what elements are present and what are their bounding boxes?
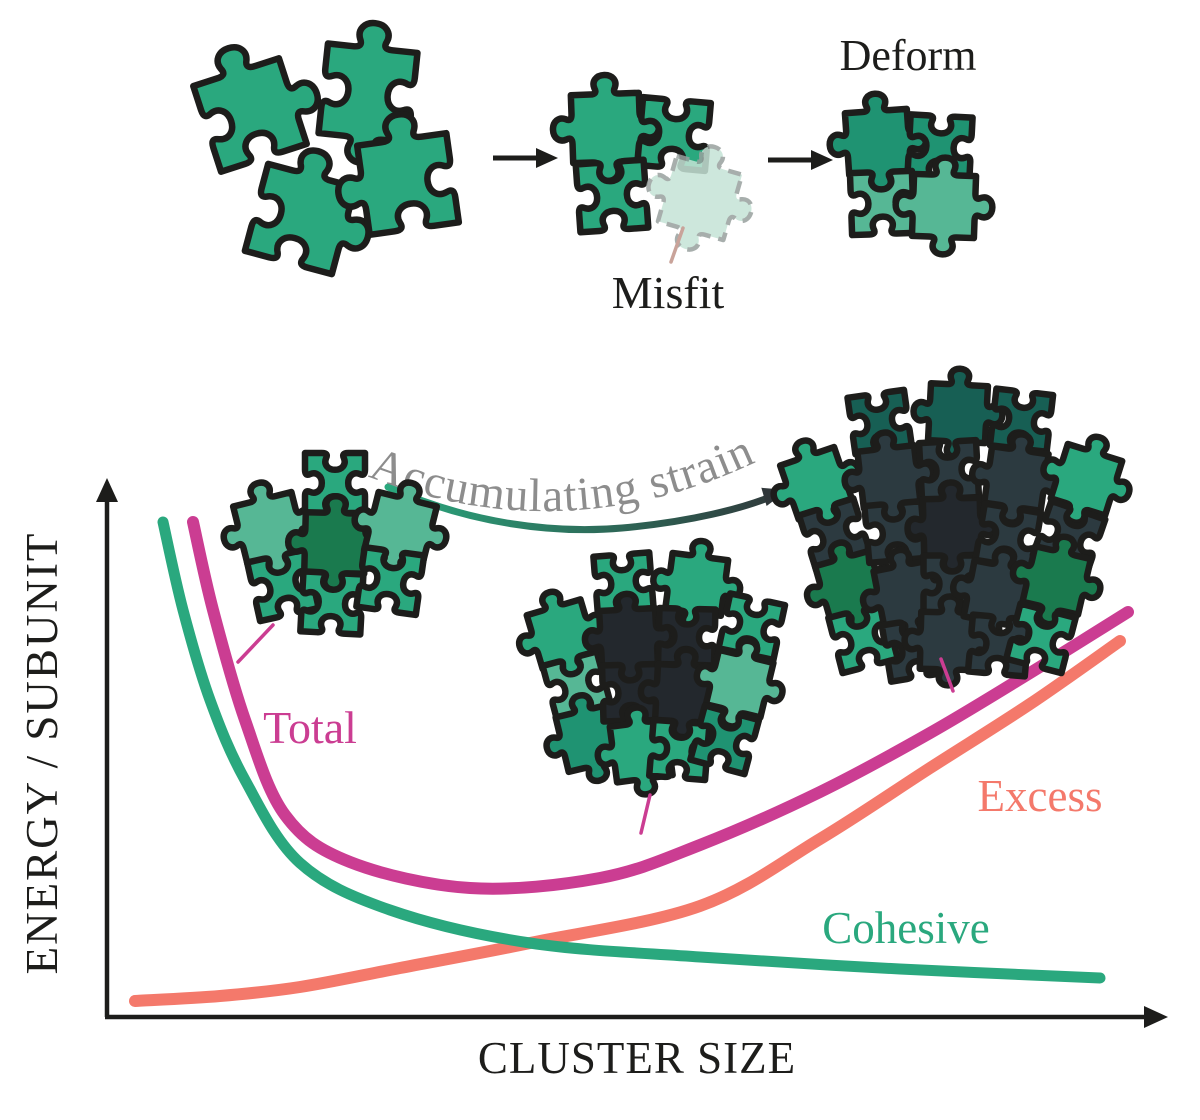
cohesive-curve-label: Cohesive	[822, 903, 989, 953]
cluster-small	[213, 453, 457, 634]
x-axis-arrow-icon	[1144, 1006, 1168, 1028]
puzzle-piece	[300, 571, 363, 634]
callout-line-medium	[639, 793, 652, 835]
puzzle-piece	[1006, 604, 1075, 673]
callout-line-small	[236, 623, 275, 664]
y-axis-label: ENERGY / SUBUNIT	[17, 532, 67, 975]
puzzle-piece	[186, 27, 331, 172]
strain-arrow	[384, 483, 784, 534]
puzzle-piece	[356, 547, 424, 615]
curve-total	[187, 516, 1134, 895]
deform-stage	[826, 90, 994, 256]
stage-arrow-2	[768, 150, 833, 170]
assembly-stage	[551, 73, 765, 264]
misfit-piece	[634, 132, 765, 263]
puzzle-piece	[690, 706, 759, 775]
arrow-head-icon	[536, 148, 558, 168]
misfit-label: Misfit	[612, 267, 725, 318]
cluster-large	[760, 366, 1142, 686]
arrow-head-icon	[811, 150, 833, 170]
puzzle-piece	[245, 140, 386, 281]
excess-curve-label: Excess	[978, 771, 1103, 821]
scattered-pieces	[186, 18, 459, 280]
total-curve-label: Total	[263, 702, 357, 753]
deform-label: Deform	[840, 31, 977, 80]
puzzle-piece	[911, 366, 1004, 459]
y-axis-arrow-icon	[96, 478, 118, 502]
cluster-callouts	[236, 623, 955, 835]
cluster-medium	[507, 535, 792, 800]
curve-cohesive	[157, 516, 1106, 984]
curve-excess	[129, 635, 1126, 1007]
stage-arrow-1	[493, 148, 558, 168]
puzzle-piece	[649, 720, 709, 780]
puzzle-piece	[1031, 424, 1143, 536]
chart-curves	[129, 516, 1134, 1007]
x-axis-label: CLUSTER SIZE	[478, 1033, 796, 1083]
callout-line-large	[939, 657, 955, 693]
puzzle-piece	[894, 156, 994, 256]
puzzle-piece	[329, 108, 459, 238]
misfit-callout-line	[669, 226, 685, 264]
puzzle-piece	[576, 160, 649, 233]
puzzle-piece	[1003, 527, 1110, 634]
chart-axes	[96, 478, 1168, 1028]
